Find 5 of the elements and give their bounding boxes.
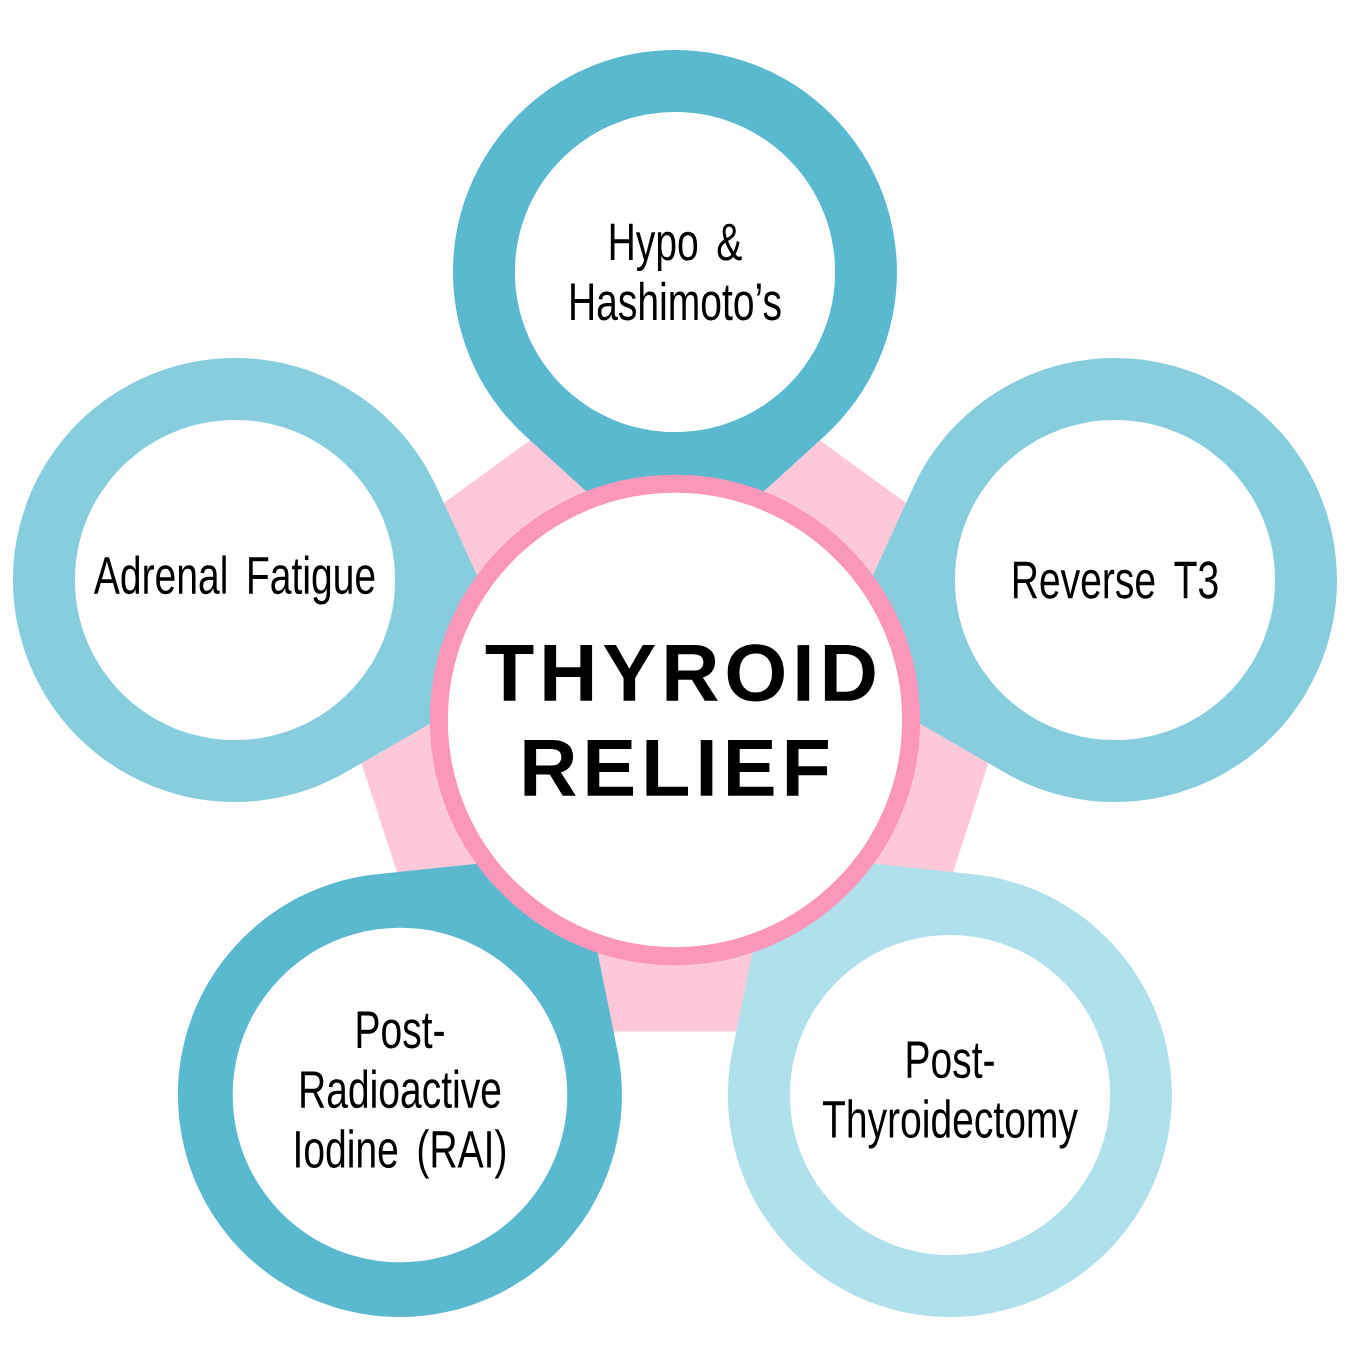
circle-node: Adrenal Fatigue xyxy=(74,419,396,741)
circle-node: Post-Thyroidectomy xyxy=(789,934,1111,1256)
circle-node: Reverse T3 xyxy=(954,419,1276,741)
circle-node: Post-Radioactive Iodine (RAI) xyxy=(232,927,568,1263)
circle-node: Hypo & Hashimoto’s xyxy=(514,111,836,433)
